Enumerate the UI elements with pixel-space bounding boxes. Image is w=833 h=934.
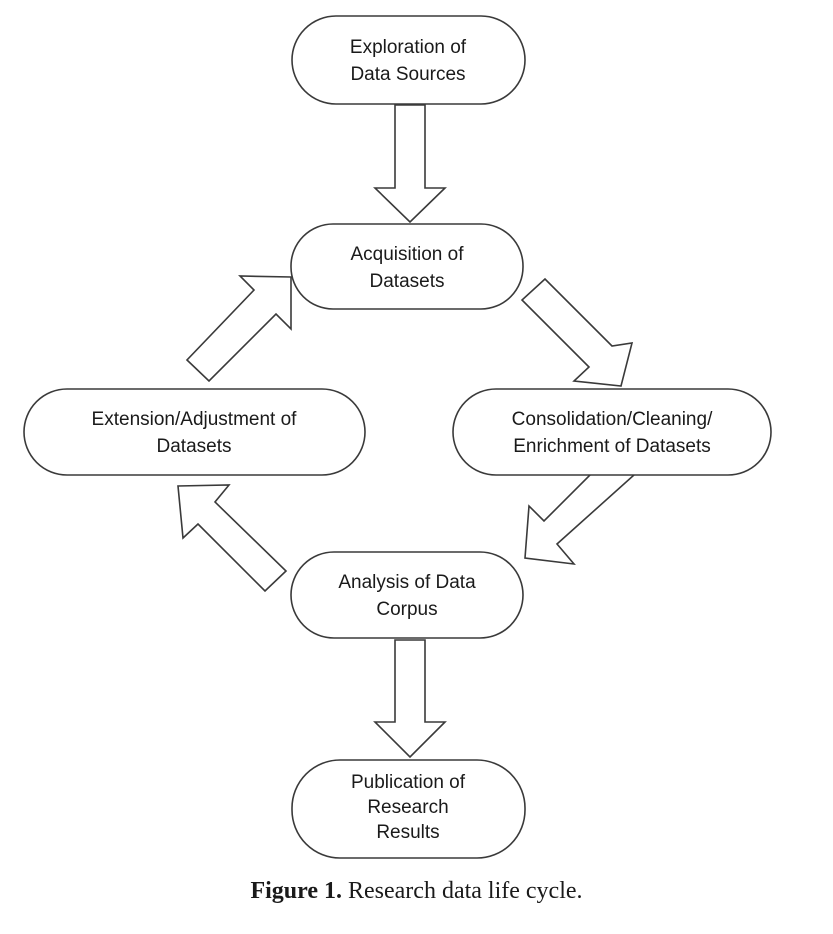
node-consolidation: Consolidation/Cleaning/ Enrichment of Da… <box>452 388 772 476</box>
life-cycle-diagram: Exploration of Data Sources Acquisition … <box>23 15 772 859</box>
node-publication-line-2: Research <box>367 797 448 818</box>
node-acquisition-line-1: Acquisition of <box>350 244 464 265</box>
node-publication-line-3: Results <box>376 822 439 843</box>
node-analysis-line-1: Analysis of Data <box>338 572 476 593</box>
node-consolidation-line-1: Consolidation/Cleaning/ <box>512 409 713 430</box>
node-analysis: Analysis of Data Corpus <box>290 551 524 639</box>
arrow-exploration-to-acquisition <box>373 104 447 224</box>
node-extension: Extension/Adjustment of Datasets <box>23 388 366 476</box>
figure-label: Figure 1. <box>250 878 342 904</box>
figure-caption: Figure 1. Research data life cycle. <box>0 878 833 905</box>
node-publication-line-1: Publication of <box>351 772 466 793</box>
arrow-analysis-to-extension <box>177 484 288 593</box>
arrow-acquisition-to-consolidation <box>520 277 634 387</box>
node-acquisition-line-2: Datasets <box>370 271 445 292</box>
node-exploration: Exploration of Data Sources <box>291 15 526 105</box>
arrow-analysis-to-publication <box>373 639 447 759</box>
node-extension-line-2: Datasets <box>157 436 232 457</box>
node-publication: Publication of Research Results <box>291 759 526 859</box>
node-analysis-line-2: Corpus <box>376 599 437 620</box>
figure-caption-text: Research data life cycle. <box>348 878 583 904</box>
arrow-extension-to-acquisition <box>185 275 292 383</box>
node-exploration-line-2: Data Sources <box>350 64 465 85</box>
node-extension-line-1: Extension/Adjustment of <box>92 409 298 430</box>
node-acquisition: Acquisition of Datasets <box>290 223 524 310</box>
node-consolidation-line-2: Enrichment of Datasets <box>513 436 710 457</box>
node-exploration-line-1: Exploration of <box>350 37 467 58</box>
